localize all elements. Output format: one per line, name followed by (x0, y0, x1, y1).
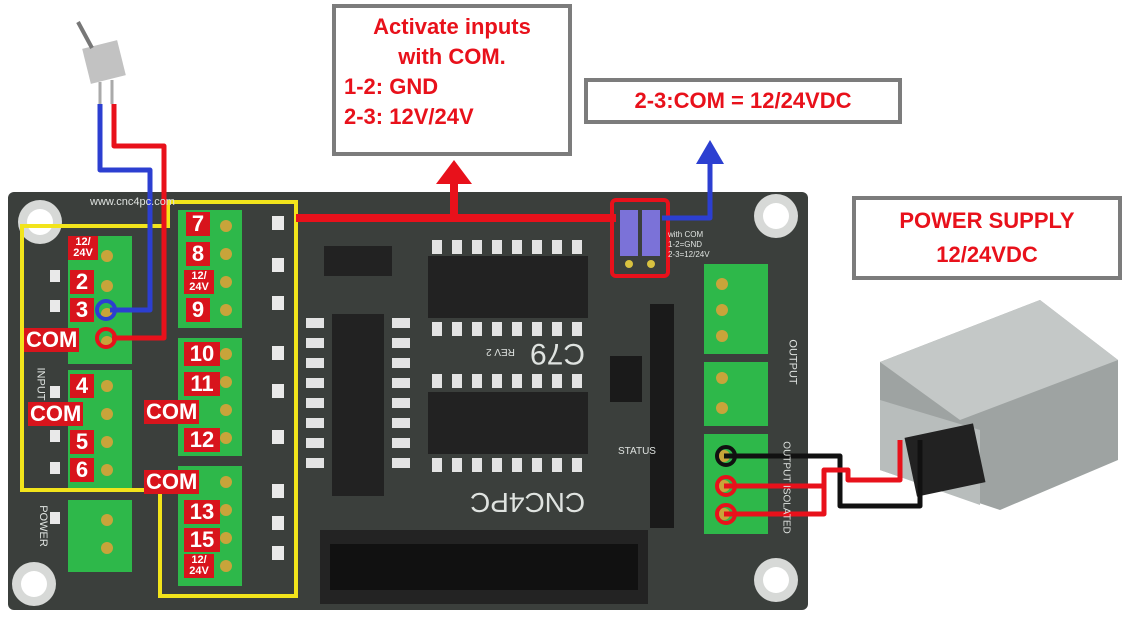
wire-blue-jumper (662, 160, 713, 221)
callout-activate-line-2: with COM. (398, 44, 506, 69)
output-terminal-block-2 (704, 362, 768, 426)
callout-activate-line-4: 2-3: 12V/24V (344, 104, 474, 129)
callout-activate-line-1: Activate inputs (373, 14, 531, 39)
pin-label-12-24v-a-top: 12/ (75, 236, 91, 248)
ribbon-connector (320, 530, 648, 604)
board-output-label: OUTPUT (786, 339, 799, 385)
callout-activate-inputs: Activate inputs with COM. 1-2: GND 2-3: … (332, 4, 572, 156)
jumper-label-3: 2-3=12/24V (668, 250, 710, 259)
power-supply-unit (880, 300, 1118, 510)
callout-power-supply: POWER SUPPLY 12/24VDC (852, 196, 1122, 280)
board-url: www.cnc4pc.com (90, 196, 175, 208)
pin-label-12-24v-a: 12/ 24V (68, 236, 98, 260)
connection-rings (95, 299, 737, 525)
com-label-4: COM (144, 469, 200, 494)
input-leds-right (272, 216, 284, 560)
com-label-1: COM (24, 327, 80, 352)
pin-label-15: 15 (184, 528, 220, 552)
pin-label-7: 7 (186, 212, 210, 236)
power-terminal-block (68, 500, 132, 572)
wire-blue-switch (97, 104, 153, 313)
board-power-label: POWER (36, 505, 49, 547)
board-brand: CNC4PC (470, 487, 586, 518)
pin-label-12-24v-b: 12/ 24V (184, 270, 214, 294)
com-jumper (610, 198, 670, 278)
jumper-label-1: with COM (668, 230, 704, 239)
input-leds-left (50, 270, 60, 524)
wire-black-ps (724, 440, 923, 509)
pin-label-10: 10 (184, 342, 220, 366)
pin-label-2: 2 (70, 270, 94, 294)
arrow-blue-up (696, 140, 724, 164)
input-group-frames (20, 200, 298, 598)
com-label-3: COM (144, 399, 200, 424)
ic-chips (324, 246, 674, 528)
pin-label-12-24v-a-bottom: 24V (73, 247, 93, 259)
pin-label-4: 4 (70, 374, 94, 398)
arrow-red-up (436, 160, 472, 184)
pin-label-12-24v-c-top: 12/ (191, 554, 207, 566)
wire-red-switch (111, 104, 167, 341)
pin-label-8: 8 (186, 242, 210, 266)
jumper-label-2: 1-2=GND (668, 240, 703, 249)
pin-label-5: 5 (70, 430, 94, 454)
board-rev: REV 2 (486, 346, 515, 357)
ic-pins (306, 240, 582, 472)
pin-label-11: 11 (184, 372, 220, 396)
board-model: C79 (530, 337, 586, 370)
mounting-holes (12, 194, 798, 606)
board-status-label: STATUS (618, 446, 656, 457)
callout-com-jumper: 2-3:COM = 12/24VDC (584, 78, 902, 124)
pin-label-9: 9 (186, 298, 210, 322)
pin-label-12-24v-b-top: 12/ (191, 270, 207, 282)
pin-label-6: 6 (70, 458, 94, 482)
limit-switch (76, 21, 126, 104)
pin-label-12-24v-b-bottom: 24V (189, 281, 209, 293)
wire-red-ps-2 (724, 486, 827, 517)
board-output-iso-label: OUTPUT ISOLATED (780, 441, 792, 534)
wires (97, 104, 923, 517)
pin-label-3: 3 (70, 298, 94, 322)
callout-power-supply-line-2: 12/24VDC (936, 242, 1038, 267)
output-terminal-block-1 (704, 264, 768, 354)
pin-label-13: 13 (184, 500, 220, 524)
callout-activate-line-3: 1-2: GND (344, 74, 439, 99)
pin-label-12-24v-c-bottom: 24V (189, 565, 209, 577)
pin-label-12: 12 (184, 428, 220, 452)
callout-com-jumper-text: 2-3:COM = 12/24VDC (634, 88, 852, 113)
callout-power-supply-line-1: POWER SUPPLY (899, 208, 1075, 233)
board-input-label: INPUT (34, 367, 47, 401)
pin-label-12-24v-c: 12/ 24V (184, 554, 214, 578)
com-label-2: COM (28, 401, 84, 426)
